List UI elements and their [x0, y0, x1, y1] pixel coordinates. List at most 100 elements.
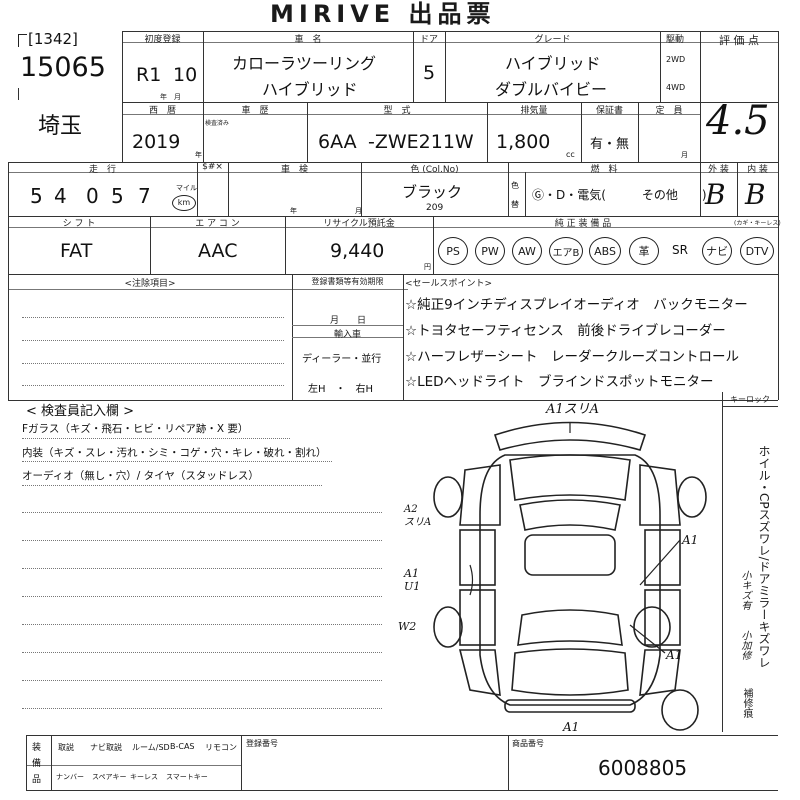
shaken-year: 年	[290, 207, 297, 215]
label-recycle: リサイクル預託金	[323, 219, 395, 229]
car-left-rear-fender	[458, 649, 501, 696]
sales-point: ☆純正9インチディスプレイオーディオ バックモニター	[405, 297, 748, 313]
sales-point: ☆トヨタセーフティセンス 前後ドライブレコーダー	[405, 323, 726, 339]
label-equipment: 純 正 装 備 品	[554, 219, 612, 229]
equip-aw: AW	[512, 237, 542, 265]
label-sales-points: <セールスポイント>	[405, 279, 493, 289]
label-inspection-note: 検査済み	[205, 120, 230, 127]
footer-row-label: 品	[32, 775, 42, 785]
mark-left-low: W2	[398, 620, 417, 633]
grade-line1: ハイブリッド	[505, 54, 601, 73]
doors-value: 5	[423, 62, 436, 84]
wheel-front-right	[677, 476, 707, 518]
footer-item: 取説	[58, 743, 74, 752]
label-reg-no: 登録番号	[246, 739, 278, 748]
label-keyless: (カギ・キーレス)	[734, 220, 781, 227]
footer-row-label: 備	[32, 759, 42, 769]
label-year-month: 年 月	[160, 93, 181, 101]
import-dealer: ディーラー・並行	[302, 354, 382, 365]
label-import: 輸入車	[333, 330, 361, 340]
car-windshield	[519, 499, 621, 531]
color-value: ブラック	[402, 183, 463, 201]
key-lock-box	[722, 392, 779, 732]
cc-unit: cc	[566, 150, 575, 159]
footer-item: スマートキー	[166, 773, 208, 781]
footer-item: キーレス	[130, 773, 158, 781]
mark-bottom: A1	[563, 720, 580, 734]
label-history: 車 歴	[241, 106, 269, 116]
aircon-value: AAC	[198, 240, 238, 262]
label-notes: <注除項目>	[124, 279, 176, 289]
equip-pw: PW	[475, 237, 505, 265]
sales-point: ☆ハーフレザーシート レーダークルーズコントロール	[405, 349, 739, 365]
recycle-unit: 円	[424, 263, 431, 271]
side-note-small1: 小キズ有	[739, 570, 750, 610]
label-shaken: 車 検	[280, 165, 308, 175]
wheel-front-left	[433, 476, 463, 518]
drive-2wd: 2WD	[666, 55, 686, 64]
mark-left-mid: A1 U1	[404, 567, 421, 593]
recycle-value: 9,440	[330, 240, 385, 262]
import-steering: 左H ・ 右H	[308, 384, 374, 395]
mileage-digit: 7	[138, 184, 151, 208]
reg-month: 10	[173, 64, 198, 86]
car-trunk	[511, 648, 629, 696]
label-inspector: < 検査員記入欄 >	[26, 404, 135, 419]
car-left-rear-door	[459, 589, 496, 646]
drive-4wd: 4WD	[666, 83, 686, 92]
car-left-front-fender	[459, 464, 501, 526]
sales-point: ☆LEDヘッドライト ブラインドスポットモニター	[405, 374, 714, 390]
label-first-reg: 初度登録	[144, 35, 181, 45]
car-bumper-rear	[504, 699, 636, 713]
label-grade: グレード	[534, 35, 571, 45]
reg-year: R1	[136, 64, 162, 86]
damage-mark-right	[639, 539, 681, 586]
footer-item: ナビ取説	[90, 743, 122, 752]
model-prefix: 6AA	[318, 131, 357, 153]
footer-row-label: 装	[32, 743, 42, 753]
mark-left-upper: A2 スリA	[404, 504, 432, 528]
page-title: MIRIVE 出品票	[270, 0, 496, 28]
wheel-spare	[661, 689, 699, 731]
wheel-rear-right	[633, 606, 671, 648]
label-lot-no: 商品番号	[512, 739, 544, 748]
damage-mark-left	[469, 564, 474, 596]
footer-item: リモコン	[205, 743, 237, 752]
label-color: 色 (Col.No)	[410, 165, 459, 175]
warranty-value: 有・無	[590, 137, 630, 152]
car-body-outline	[479, 454, 661, 706]
label-reg-deadline: 登録書類等有効期限	[311, 277, 384, 286]
shaken-month: 月	[355, 207, 362, 215]
footer-item: スペアキー	[92, 773, 127, 781]
mileage-digit: 4	[54, 184, 67, 208]
model-code: -ZWE211W	[368, 131, 474, 153]
car-rear-window	[517, 609, 623, 646]
car-right-front-fender	[639, 464, 681, 526]
car-damage-diagram	[433, 421, 707, 731]
color-replaced-label: 替	[511, 200, 519, 209]
equip-sunroof: SR	[672, 243, 688, 257]
car-hood	[509, 454, 631, 501]
equip-navi: ナビ	[702, 237, 732, 265]
inspector-line: オーディオ（無し・穴）/ タイヤ（スタッドレス）	[22, 470, 259, 482]
fuel-value: Ⓖ・D・電気( その他 )	[532, 188, 707, 202]
label-drive: 駆動	[665, 35, 684, 45]
model-year-unit: 年	[195, 151, 202, 159]
side-note-small2: 小加修	[739, 630, 750, 660]
label-car-name: 車 名	[294, 35, 322, 45]
footer-item: B-CAS	[170, 742, 195, 751]
label-capacity: 定 員	[655, 106, 683, 116]
label-model: 型 式	[383, 106, 411, 116]
equip-ps: PS	[438, 237, 468, 265]
car-name-line1: カローラツーリング	[232, 54, 377, 73]
lot-bracket-number: [1342]	[28, 30, 78, 48]
grade-line2: ダブルバイビー	[495, 80, 608, 99]
location: 埼玉	[38, 114, 83, 139]
equip-abs: ABS	[589, 237, 621, 265]
label-s-mark: $#×	[202, 162, 223, 172]
car-name-line2: ハイブリッド	[262, 80, 358, 99]
exterior-grade: B	[705, 178, 726, 211]
label-fuel: 燃 料	[590, 165, 618, 175]
reg-deadline-date: 月 日	[330, 316, 367, 326]
equip-dtv: DTV	[740, 237, 774, 265]
